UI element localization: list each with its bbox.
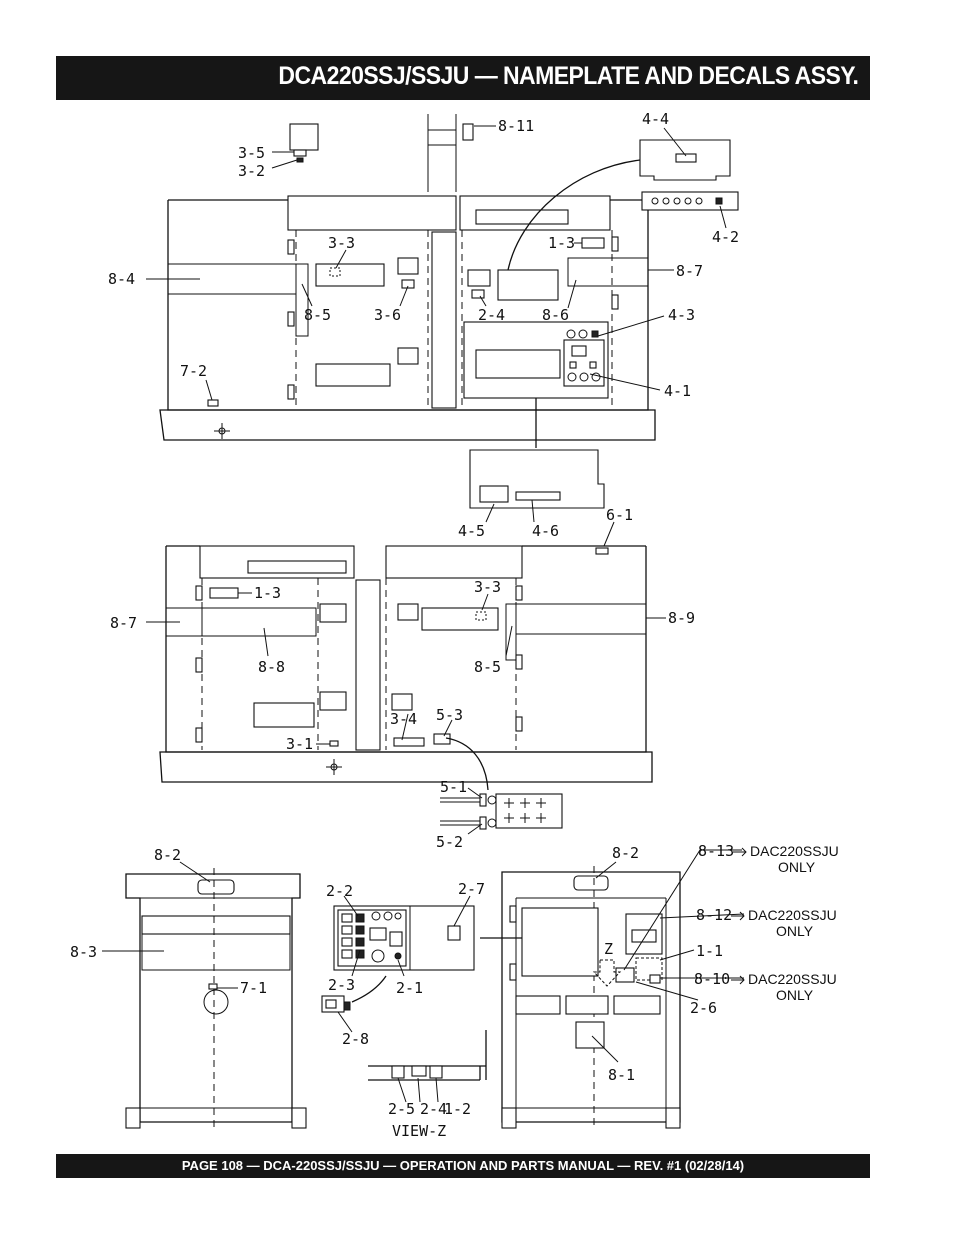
callout-3-3-top: 3-3 [328,234,355,252]
callout-2-6: 2-6 [690,999,717,1017]
callout-view-z: VIEW-Z [392,1122,446,1140]
lifting-bail-detail [427,114,474,192]
engine-side-view-middle [159,545,653,783]
control-box-detail [469,449,605,509]
leader-lines [102,125,745,1103]
callout-2-8: 2-8 [342,1030,369,1048]
callout-8-10: 8-10 [694,970,730,988]
note-8-10-model: DAC220SSJU [748,971,837,987]
callout-8-7-mid: 8-7 [110,614,137,632]
page-footer: PAGE 108 — DCA-220SSJ/SSJU — OPERATION A… [181,1158,745,1173]
callout-5-1: 5-1 [440,778,467,796]
control-box-cover-detail [639,139,739,211]
callout-1-3-top: 1-3 [548,234,575,252]
callout-3-3-mid: 3-3 [474,578,501,596]
view-z-detail [368,1030,487,1081]
crosshair-mark [214,423,230,439]
callout-4-3: 4-3 [668,306,695,324]
callout-2-4-bot: 2-4 [420,1100,447,1118]
callout-4-5: 4-5 [458,522,485,540]
header-bar: DCA220SSJ/SSJU — NAMEPLATE AND DECALS AS… [56,56,870,100]
callout-4-2: 4-2 [712,228,739,246]
callout-8-11: 8-11 [498,117,534,135]
crosshair-mark [326,759,342,775]
callout-4-1: 4-1 [664,382,691,400]
callout-2-3: 2-3 [328,976,355,994]
callout-2-4-top: 2-4 [478,306,505,324]
callout-8-2-right: 8-2 [612,844,639,862]
callout-5-3: 5-3 [436,706,463,724]
note-8-12-only: ONLY [776,923,814,939]
front-end-view [501,866,681,1130]
callout-8-7-top: 8-7 [676,262,703,280]
callout-7-1: 7-1 [240,979,267,997]
callout-2-2: 2-2 [326,882,353,900]
callout-8-13: 8-13 [698,842,734,860]
callout-3-4: 3-4 [390,710,417,728]
receptacle-panel-detail [440,737,563,830]
callout-1-3-mid: 1-3 [254,584,281,602]
footer-bar: PAGE 108 — DCA-220SSJ/SSJU — OPERATION A… [56,1154,870,1178]
callout-8-1: 8-1 [608,1066,635,1084]
decal-6-1-box [595,547,609,555]
note-8-10-only: ONLY [776,987,814,1003]
callout-8-6: 8-6 [542,306,569,324]
callout-8-9: 8-9 [668,609,695,627]
callout-8-12: 8-12 [696,906,732,924]
callout-4-6: 4-6 [532,522,559,540]
callout-labels: 3-5 3-2 8-11 4-4 4-2 3-3 1-3 8-4 8-7 8-5… [70,110,739,1140]
rear-end-view [125,868,307,1130]
callout-1-2: 1-2 [444,1100,471,1118]
generator-side-view-top [159,195,656,441]
callout-8-3: 8-3 [70,943,97,961]
callout-6-1: 6-1 [606,506,633,524]
callout-2-1: 2-1 [396,979,423,997]
callout-8-5-mid: 8-5 [474,658,501,676]
callout-2-5: 2-5 [388,1100,415,1118]
note-8-13-model: DAC220SSJU [750,843,839,859]
callout-8-8: 8-8 [258,658,285,676]
callout-8-5-top: 8-5 [304,306,331,324]
callout-8-2-left: 8-2 [154,846,181,864]
callout-5-2: 5-2 [436,833,463,851]
callout-z: Z [604,940,613,958]
note-8-12-model: DAC220SSJU [748,907,837,923]
callout-3-5: 3-5 [238,144,265,162]
callout-2-7: 2-7 [458,880,485,898]
note-8-13-only: ONLY [778,859,816,875]
callout-3-2: 3-2 [238,162,265,180]
page-title: DCA220SSJ/SSJU — NAMEPLATE AND DECALS AS… [278,62,858,90]
radiator-cap-detail [289,123,319,163]
callout-1-1: 1-1 [696,942,723,960]
model-notes: 8-13 DAC220SSJU ONLY 8-12 DAC220SSJU ONL… [694,842,839,1003]
callout-3-6: 3-6 [374,306,401,324]
callout-7-2: 7-2 [180,362,207,380]
callout-4-4: 4-4 [642,110,669,128]
callout-3-1: 3-1 [286,735,313,753]
callout-8-4: 8-4 [108,270,135,288]
